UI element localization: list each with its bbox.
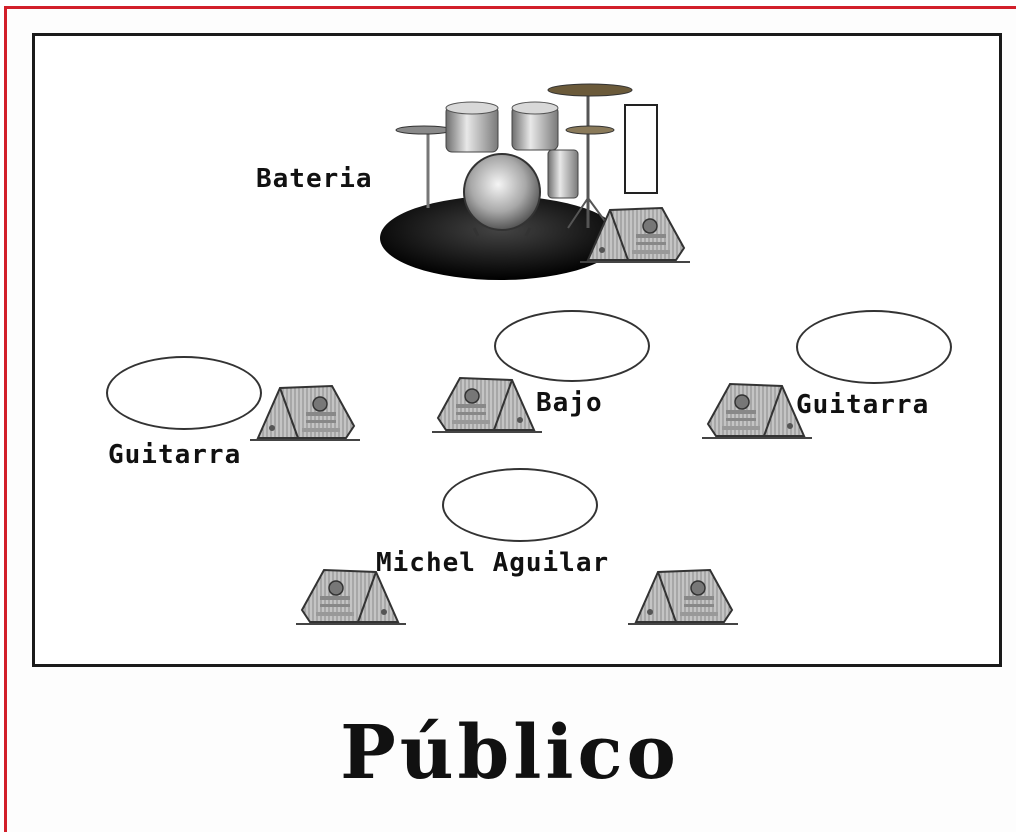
vocalist-label: Michel Aguilar bbox=[376, 548, 610, 578]
bass-position bbox=[494, 310, 650, 382]
stage-monitor-icon bbox=[580, 204, 690, 264]
guitar-left-label: Guitarra bbox=[108, 440, 242, 470]
audience-label: Público bbox=[340, 710, 680, 796]
stage-monitor-icon bbox=[432, 374, 542, 434]
stage-monitor-icon bbox=[250, 382, 360, 442]
guitar-left-position bbox=[106, 356, 262, 430]
stage-monitor-icon bbox=[296, 566, 406, 626]
bass-label: Bajo bbox=[536, 388, 603, 418]
guitar-right-position bbox=[796, 310, 952, 384]
vocalist-position bbox=[442, 468, 598, 542]
guitar-right-label: Guitarra bbox=[796, 390, 930, 420]
stage-monitor-icon bbox=[628, 566, 738, 626]
amp-outline bbox=[624, 104, 658, 194]
drums-label: Bateria bbox=[256, 164, 373, 194]
